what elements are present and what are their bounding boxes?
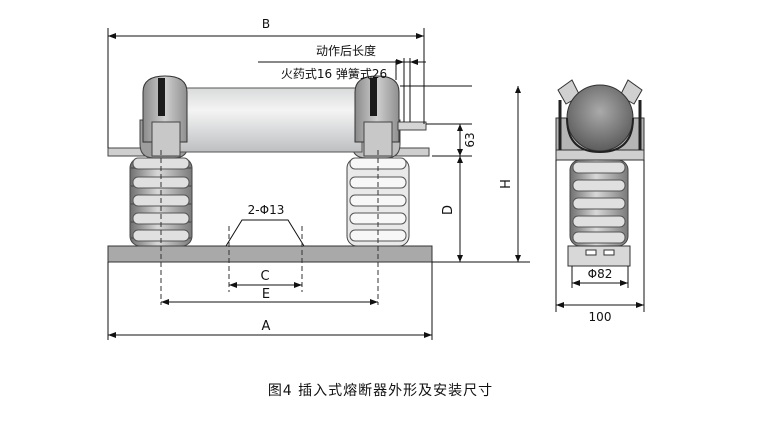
right-end-cap (354, 75, 400, 157)
dim-a-label: A (262, 319, 271, 334)
terminal-tab (397, 121, 427, 131)
fuse-end-circle (566, 84, 634, 152)
dimension-e: E (161, 287, 378, 305)
dimension-phi82: Φ82 (572, 267, 628, 286)
fuse-tube (179, 87, 363, 153)
dim-100-label: 100 (589, 310, 612, 324)
dim-b-label: B (262, 17, 270, 31)
base-plate (107, 245, 433, 263)
dimension-c: C (229, 269, 302, 288)
holes-label: 2-Φ13 (248, 203, 285, 217)
left-end-cap (142, 75, 188, 157)
dimension-100: 100 (556, 302, 644, 324)
mounting-slot (225, 219, 305, 247)
dimension-63: 63 (457, 124, 477, 156)
dim-63-label: 63 (463, 132, 477, 147)
dim-e-label: E (262, 287, 270, 302)
dimension-action-length: 动作后长度 火药式16 弹簧式26 (258, 43, 426, 81)
dim-phi82-label: Φ82 (588, 267, 613, 281)
side-view: Φ82 100 (555, 79, 645, 324)
fuse-types-label: 火药式16 弹簧式26 (281, 66, 387, 81)
dim-c-label: C (260, 269, 269, 284)
right-bracket (394, 147, 430, 157)
dimension-a: A (108, 319, 432, 338)
action-length-label: 动作后长度 (316, 43, 376, 58)
dim-d-label: D (441, 205, 456, 215)
dimension-h: H (499, 86, 521, 262)
center-lines (160, 150, 379, 305)
dim-h-label: H (499, 179, 514, 189)
front-view: B 动作后长度 火药式16 弹簧式26 63 D H 2-Φ13 (107, 17, 530, 340)
dimension-d: D (441, 156, 463, 262)
dimension-b: B (108, 17, 424, 39)
figure-caption: 图4 插入式熔断器外形及安装尺寸 (267, 383, 494, 399)
